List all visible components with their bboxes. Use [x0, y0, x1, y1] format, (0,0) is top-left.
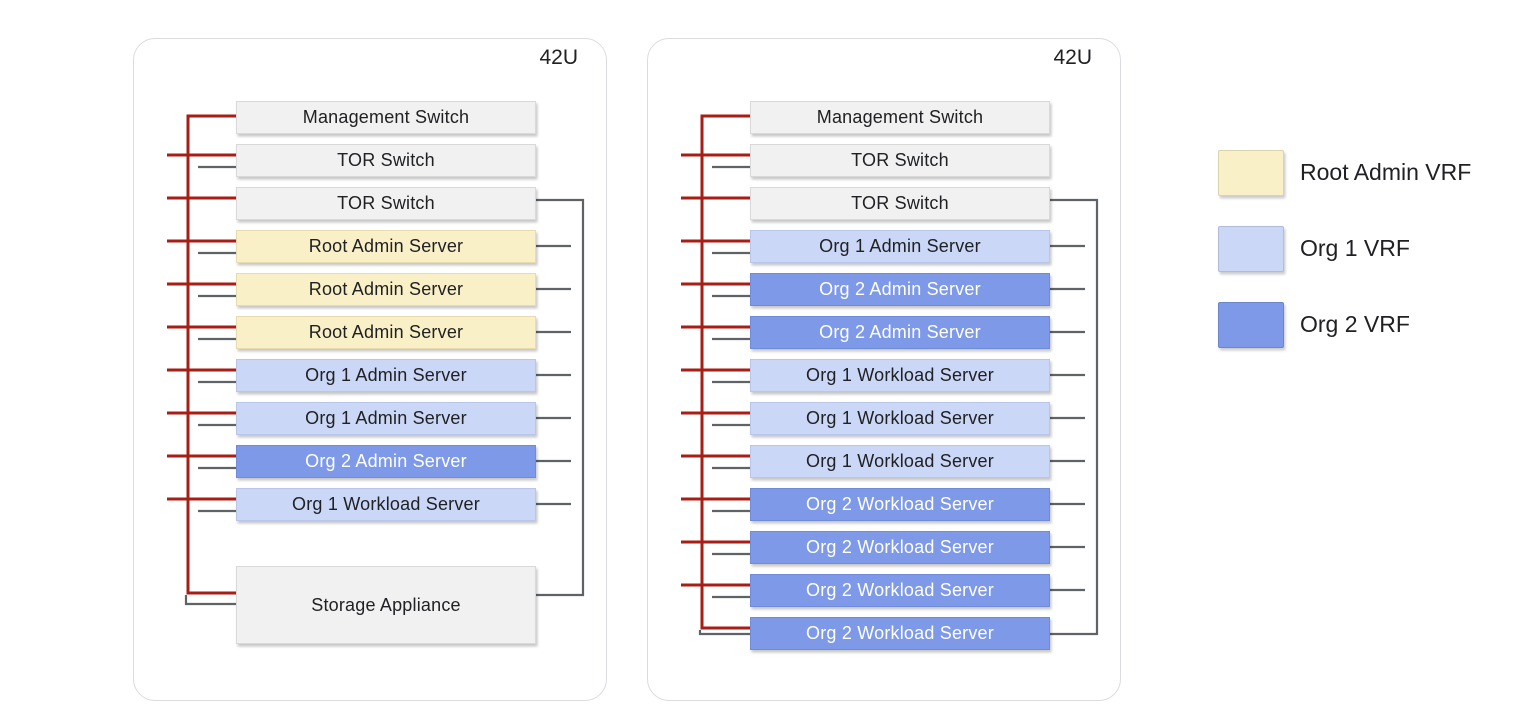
gray-data-bus [534, 198, 585, 597]
legend-label: Root Admin VRF [1300, 159, 1472, 185]
red-management-bus [700, 114, 752, 630]
rack-box-org-2-workload-server: Org 2 Workload Server [750, 574, 1050, 607]
rack-box-tor-switch: TOR Switch [750, 187, 1050, 220]
rack-box-org-1-workload-server: Org 1 Workload Server [750, 402, 1050, 435]
rack-box-management-switch: Management Switch [236, 101, 536, 134]
legend-item-root-admin-vrf: Root Admin VRF [1218, 149, 1472, 196]
rack-box-root-admin-server: Root Admin Server [236, 230, 536, 263]
rack-box-org-1-workload-server: Org 1 Workload Server [750, 359, 1050, 392]
rack-box-org-1-admin-server: Org 1 Admin Server [750, 230, 1050, 263]
rack-box-storage-appliance: Storage Appliance [236, 566, 536, 644]
rack-box-root-admin-server: Root Admin Server [236, 316, 536, 349]
legend-item-org-2-vrf: Org 2 VRF [1218, 301, 1410, 348]
rack-1-capacity-label: 42U [539, 46, 578, 69]
org-2-vrf-swatch [1218, 301, 1284, 348]
rack-box-org-2-workload-server: Org 2 Workload Server [750, 617, 1050, 650]
gray-bottom-link [698, 630, 752, 636]
rack-box-org-1-admin-server: Org 1 Admin Server [236, 359, 536, 392]
rack-2-capacity-label: 42U [1053, 46, 1092, 69]
gray-bottom-link [184, 595, 238, 606]
rack-box-root-admin-server: Root Admin Server [236, 273, 536, 306]
legend-label: Org 2 VRF [1300, 311, 1410, 337]
rack-box-org-2-workload-server: Org 2 Workload Server [750, 488, 1050, 521]
rack-box-org-2-admin-server: Org 2 Admin Server [750, 316, 1050, 349]
rack-2-wires [681, 114, 1099, 636]
rack-box-org-1-admin-server: Org 1 Admin Server [236, 402, 536, 435]
rack-1-wires [167, 114, 585, 606]
rack-box-tor-switch: TOR Switch [236, 187, 536, 220]
red-management-bus [186, 114, 238, 595]
org-1-vrf-swatch [1218, 225, 1284, 272]
rack-box-management-switch: Management Switch [750, 101, 1050, 134]
rack-box-org-2-admin-server: Org 2 Admin Server [236, 445, 536, 478]
rack-box-tor-switch: TOR Switch [236, 144, 536, 177]
rack-box-org-1-workload-server: Org 1 Workload Server [750, 445, 1050, 478]
root-admin-vrf-swatch [1218, 149, 1284, 196]
gray-data-bus [1048, 198, 1099, 636]
rack-box-tor-switch: TOR Switch [750, 144, 1050, 177]
legend-item-org-1-vrf: Org 1 VRF [1218, 225, 1410, 272]
legend-label: Org 1 VRF [1300, 235, 1410, 261]
rack-box-org-2-workload-server: Org 2 Workload Server [750, 531, 1050, 564]
rack-box-org-2-admin-server: Org 2 Admin Server [750, 273, 1050, 306]
rack-box-org-1-workload-server: Org 1 Workload Server [236, 488, 536, 521]
